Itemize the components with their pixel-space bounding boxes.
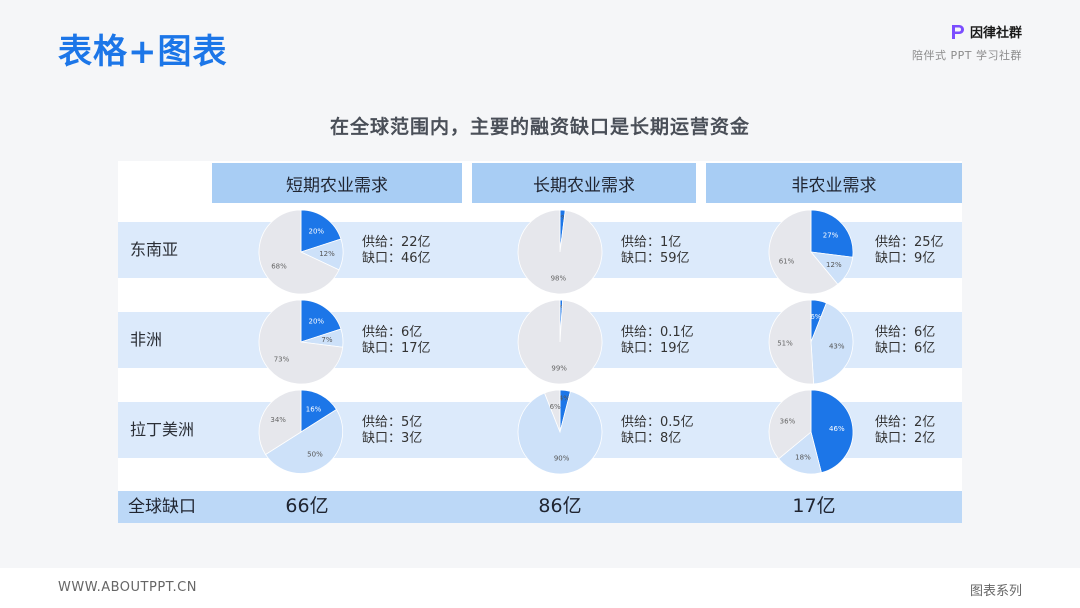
gap-value: 缺口：59亿 — [621, 251, 690, 266]
pie-latin-america-short-term: 16% 50% 34% — [258, 389, 344, 474]
pie-africa-long-term: 1% 99% — [517, 299, 603, 385]
slice-gray — [517, 209, 603, 295]
slice-label: 1% — [556, 304, 567, 312]
slice-label: 90% — [554, 454, 570, 462]
slice-label: 27% — [823, 231, 839, 239]
slice-dark-blue — [300, 209, 342, 253]
cell-info: 供给：0.5亿 缺口：8亿 — [621, 415, 694, 447]
gap-value: 缺口：3亿 — [362, 431, 423, 446]
pie-africa-non-agri: 6% 43% 51% — [768, 299, 854, 385]
cell-info: 供给：1亿 缺口：59亿 — [621, 235, 690, 267]
column-header-non-agri: 非农业需求 — [706, 163, 962, 203]
slice-dark-blue — [810, 389, 854, 474]
slice-label: 34% — [270, 416, 286, 424]
pie-africa-short-term: 20% 7% 73% — [258, 299, 344, 385]
slice-dark-blue — [300, 299, 342, 343]
pie-latin-america-long-term: 4% 90% 6% — [517, 389, 603, 475]
slice-label: 7% — [321, 336, 332, 344]
slice-gray — [768, 209, 839, 295]
supply-value: 供给：25亿 — [875, 235, 944, 250]
supply-value: 供给：6亿 — [362, 325, 423, 340]
cell-info: 供给：5亿 缺口：3亿 — [362, 415, 422, 447]
slice-gray — [258, 209, 340, 295]
gap-value: 缺口：8亿 — [621, 431, 682, 446]
cell-info: 供给：25亿 缺口：9亿 — [875, 235, 944, 267]
brand-logo-icon — [951, 24, 964, 39]
supply-value: 供给：5亿 — [362, 415, 423, 430]
footer-website-link[interactable]: WWW.ABOUTPPT.CN — [58, 580, 197, 595]
total-label: 全球缺口 — [128, 497, 196, 517]
slice-label: 16% — [306, 406, 322, 414]
slice-label: 61% — [779, 257, 795, 265]
slice-label: 20% — [309, 227, 325, 235]
gap-value: 缺口：2亿 — [875, 431, 936, 446]
supply-value: 供给：22亿 — [362, 235, 431, 250]
cell-info: 供给：6亿 缺口：17亿 — [362, 325, 431, 357]
supply-value: 供给：6亿 — [875, 325, 936, 340]
cell-info: 供给：22亿 缺口：46亿 — [362, 235, 431, 267]
cell-info: 供给：0.1亿 缺口：19亿 — [621, 325, 694, 357]
slice-gray — [258, 389, 302, 456]
slice-label: 43% — [829, 343, 845, 351]
pie-southeast-asia-long-term: 2% 98% — [517, 209, 603, 295]
slice-gray — [258, 299, 344, 385]
column-header-short-term: 短期农业需求 — [212, 163, 462, 203]
cell-info: 供给：2亿 缺口：2亿 — [875, 415, 935, 447]
footer-series-label: 图表系列 — [969, 584, 1022, 599]
footer — [0, 568, 1080, 608]
supply-value: 供给：2亿 — [875, 415, 936, 430]
slice-label: 50% — [307, 450, 323, 458]
gap-value: 缺口：9亿 — [875, 251, 936, 266]
supply-value: 供给：1亿 — [621, 235, 682, 250]
slice-dark-blue — [810, 209, 854, 258]
slice-label: 68% — [271, 262, 287, 270]
gap-value: 缺口：46亿 — [362, 251, 431, 266]
slice-gray — [768, 389, 812, 460]
chart-subtitle: 在全球范围内，主要的融资缺口是长期运营资金 — [329, 116, 750, 138]
slice-gray — [768, 299, 815, 385]
brand-tagline: 陪伴式 PPT 学习社群 — [912, 49, 1022, 62]
slice-label: 18% — [795, 453, 811, 461]
slice-label: 2% — [557, 214, 568, 222]
gap-value: 缺口：19亿 — [621, 341, 690, 356]
brand: 因律社群 陪伴式 PPT 学习社群 — [912, 22, 1022, 63]
column-header-long-term: 长期农业需求 — [472, 163, 696, 203]
slice-light-blue — [264, 408, 344, 474]
gap-value: 缺口：6亿 — [875, 341, 936, 356]
slice-label: 36% — [780, 417, 796, 425]
slice-light-blue — [517, 390, 603, 475]
slice-label: 73% — [274, 356, 290, 364]
supply-value: 供给：0.5亿 — [621, 415, 694, 430]
slice-label: 6% — [550, 403, 561, 411]
pie-southeast-asia-short-term: 20% 12% 68% — [258, 209, 344, 295]
page-title: 表格+图表 — [58, 32, 228, 72]
slice-label: 4% — [559, 394, 570, 402]
row-label-southeast-asia: 东南亚 — [130, 240, 179, 259]
total-long-term: 86亿 — [538, 495, 582, 517]
brand-name: 因律社群 — [969, 26, 1022, 41]
slice-light-blue — [778, 431, 822, 475]
total-row — [118, 491, 962, 523]
slice-label: 99% — [551, 365, 567, 373]
cell-info: 供给：6亿 缺口：6亿 — [875, 325, 935, 357]
slice-label: 98% — [551, 274, 567, 282]
slice-light-blue — [810, 302, 854, 385]
slice-label: 51% — [777, 339, 793, 347]
slice-label: 20% — [309, 317, 325, 325]
supply-value: 供给：0.1亿 — [621, 325, 694, 340]
slice-label: 12% — [826, 261, 842, 269]
total-non-agri: 17亿 — [792, 495, 836, 517]
row-label-latin-america: 拉丁美洲 — [130, 420, 195, 439]
slice-label: 6% — [810, 313, 821, 321]
slice-label: 12% — [319, 250, 335, 258]
slice-label: 46% — [829, 425, 845, 433]
slice-gray — [544, 389, 561, 433]
pie-latin-america-non-agri: 46% 18% 36% — [768, 389, 854, 475]
total-short-term: 66亿 — [285, 495, 329, 517]
row-label-africa: 非洲 — [130, 330, 163, 349]
pie-southeast-asia-non-agri: 27% 12% 61% — [768, 209, 854, 295]
gap-value: 缺口：17亿 — [362, 341, 431, 356]
slice-gray — [517, 299, 603, 385]
